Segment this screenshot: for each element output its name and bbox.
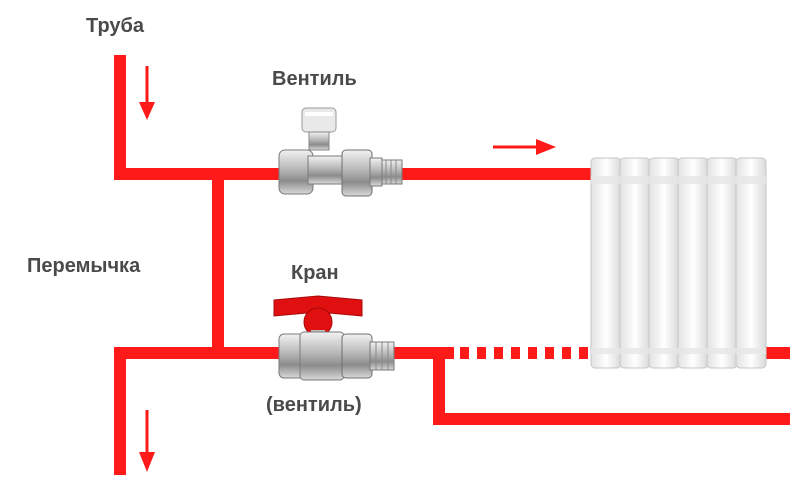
tap-label: Кран bbox=[291, 262, 339, 284]
pipe-return-bottom bbox=[433, 413, 790, 425]
pipe-dashed-segment bbox=[460, 347, 588, 359]
radiator-icon bbox=[590, 157, 767, 369]
arrow-icon bbox=[139, 410, 155, 472]
pipe-radiator-outlet bbox=[764, 347, 790, 359]
arrow-icon bbox=[139, 66, 155, 120]
pipe-return-drop bbox=[433, 347, 445, 425]
thermostatic-valve-icon bbox=[278, 107, 403, 197]
pipe-riser-bottom bbox=[114, 347, 126, 475]
arrow-icon bbox=[493, 139, 556, 155]
pipe-riser-top bbox=[114, 55, 126, 180]
pipe-bypass-vertical bbox=[212, 168, 224, 358]
valve-label: Вентиль bbox=[272, 68, 357, 90]
pipe-label: Труба bbox=[86, 15, 145, 37]
tap-alt-label: (вентиль) bbox=[266, 394, 362, 416]
bypass-label: Перемычка bbox=[27, 255, 141, 277]
ball-valve-icon bbox=[273, 295, 395, 381]
